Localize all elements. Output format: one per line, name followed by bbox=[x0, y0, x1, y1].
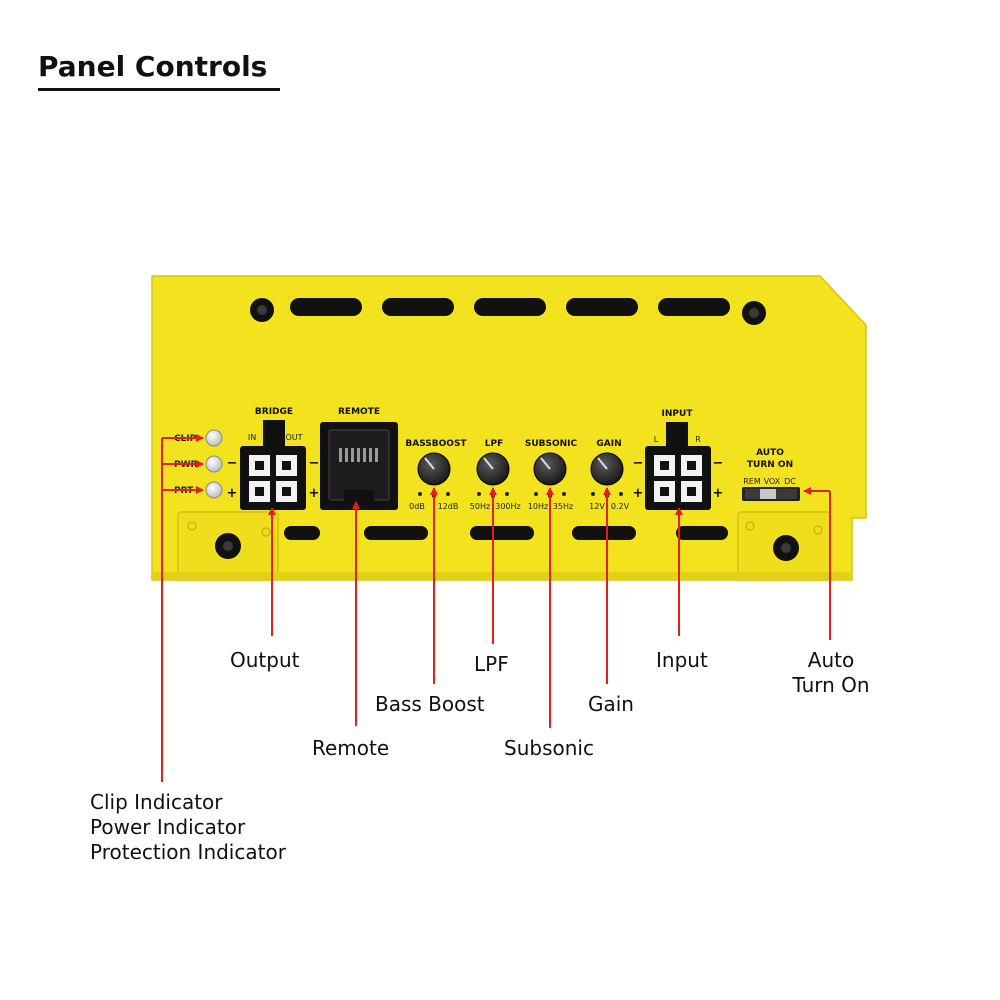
svg-text:BRIDGE: BRIDGE bbox=[255, 407, 293, 417]
svg-text:LPF: LPF bbox=[485, 439, 503, 449]
screw-icon bbox=[250, 298, 274, 322]
svg-text:REMOTE: REMOTE bbox=[338, 407, 380, 417]
page-title: Panel Controls bbox=[38, 50, 268, 83]
callout-remote: Remote bbox=[312, 736, 390, 760]
svg-text:OUT: OUT bbox=[285, 433, 302, 442]
callout-indicators: Clip Indicator Power Indicator Protectio… bbox=[90, 790, 286, 865]
svg-text:300Hz: 300Hz bbox=[495, 502, 520, 511]
svg-text:L: L bbox=[654, 435, 659, 444]
callout-gain: Gain bbox=[588, 692, 634, 716]
svg-text:−: − bbox=[309, 456, 320, 471]
svg-text:+: + bbox=[713, 486, 724, 501]
svg-text:REM: REM bbox=[743, 477, 761, 486]
svg-text:SUBSONIC: SUBSONIC bbox=[525, 439, 578, 449]
svg-text:GAIN: GAIN bbox=[596, 439, 621, 449]
mounting-hole bbox=[261, 527, 271, 537]
svg-text:12V: 12V bbox=[589, 502, 605, 511]
svg-text:−: − bbox=[633, 456, 644, 471]
remote-port: REMOTE bbox=[320, 407, 398, 510]
power-led-icon bbox=[205, 455, 223, 473]
callout-auto-turn-on: Auto Turn On bbox=[785, 648, 877, 698]
svg-text:−: − bbox=[713, 456, 724, 471]
callout-output: Output bbox=[230, 648, 300, 672]
callout-lpf: LPF bbox=[474, 652, 509, 676]
clip-led-icon bbox=[205, 429, 223, 447]
mounting-hole bbox=[187, 521, 197, 531]
callout-power-indicator: Power Indicator bbox=[90, 815, 246, 839]
svg-text:0dB: 0dB bbox=[409, 502, 425, 511]
svg-text:AUTO: AUTO bbox=[756, 448, 784, 458]
top-vents bbox=[290, 298, 730, 316]
screw-icon bbox=[215, 533, 241, 559]
callout-auto-turn-on-line2: Turn On bbox=[792, 673, 870, 697]
svg-text:+: + bbox=[309, 486, 320, 501]
svg-text:IN: IN bbox=[248, 433, 256, 442]
svg-text:+: + bbox=[633, 486, 644, 501]
screw-icon bbox=[773, 535, 799, 561]
gain-knob-icon: GAIN 12V 0.2V bbox=[589, 439, 629, 511]
svg-text:INPUT: INPUT bbox=[662, 409, 694, 419]
screw-icon bbox=[742, 301, 766, 325]
mounting-hole bbox=[813, 525, 823, 535]
svg-text:35Hz: 35Hz bbox=[553, 502, 573, 511]
auto-turn-on-switch: AUTO TURN ON REM VOX DC bbox=[742, 448, 800, 501]
svg-text:+: + bbox=[227, 486, 238, 501]
svg-text:50Hz: 50Hz bbox=[470, 502, 490, 511]
callout-clip-indicator: Clip Indicator bbox=[90, 790, 223, 814]
svg-text:12dB: 12dB bbox=[438, 502, 459, 511]
svg-text:R: R bbox=[695, 435, 701, 444]
svg-text:TURN ON: TURN ON bbox=[747, 460, 793, 470]
mounting-hole bbox=[745, 521, 755, 531]
svg-text:DC: DC bbox=[784, 477, 796, 486]
bottom-vents bbox=[284, 526, 728, 540]
callout-protection-indicator: Protection Indicator bbox=[90, 840, 286, 864]
title-underline bbox=[38, 88, 280, 91]
protection-led-icon bbox=[205, 481, 223, 499]
chassis-base-shadow bbox=[152, 572, 852, 580]
svg-text:BASSBOOST: BASSBOOST bbox=[405, 439, 467, 449]
callout-bass-boost: Bass Boost bbox=[375, 692, 485, 716]
input-connector: INPUT L R − + − + bbox=[633, 409, 724, 510]
svg-text:0.2V: 0.2V bbox=[611, 502, 630, 511]
bass-boost-knob-icon: BASSBOOST 0dB 12dB bbox=[405, 439, 467, 511]
callout-subsonic: Subsonic bbox=[504, 736, 594, 760]
lpf-knob-icon: LPF 50Hz 300Hz bbox=[470, 439, 521, 511]
svg-text:VOX: VOX bbox=[764, 477, 781, 486]
bridge-output-connector: BRIDGE IN OUT − + − + bbox=[227, 407, 320, 510]
svg-text:10Hz: 10Hz bbox=[528, 502, 548, 511]
subsonic-knob-icon: SUBSONIC 10Hz 35Hz bbox=[525, 439, 578, 511]
callout-auto-turn-on-line1: Auto bbox=[807, 648, 855, 672]
callout-input: Input bbox=[656, 648, 708, 672]
svg-text:−: − bbox=[227, 456, 238, 471]
callout-leader-lines bbox=[161, 434, 831, 782]
